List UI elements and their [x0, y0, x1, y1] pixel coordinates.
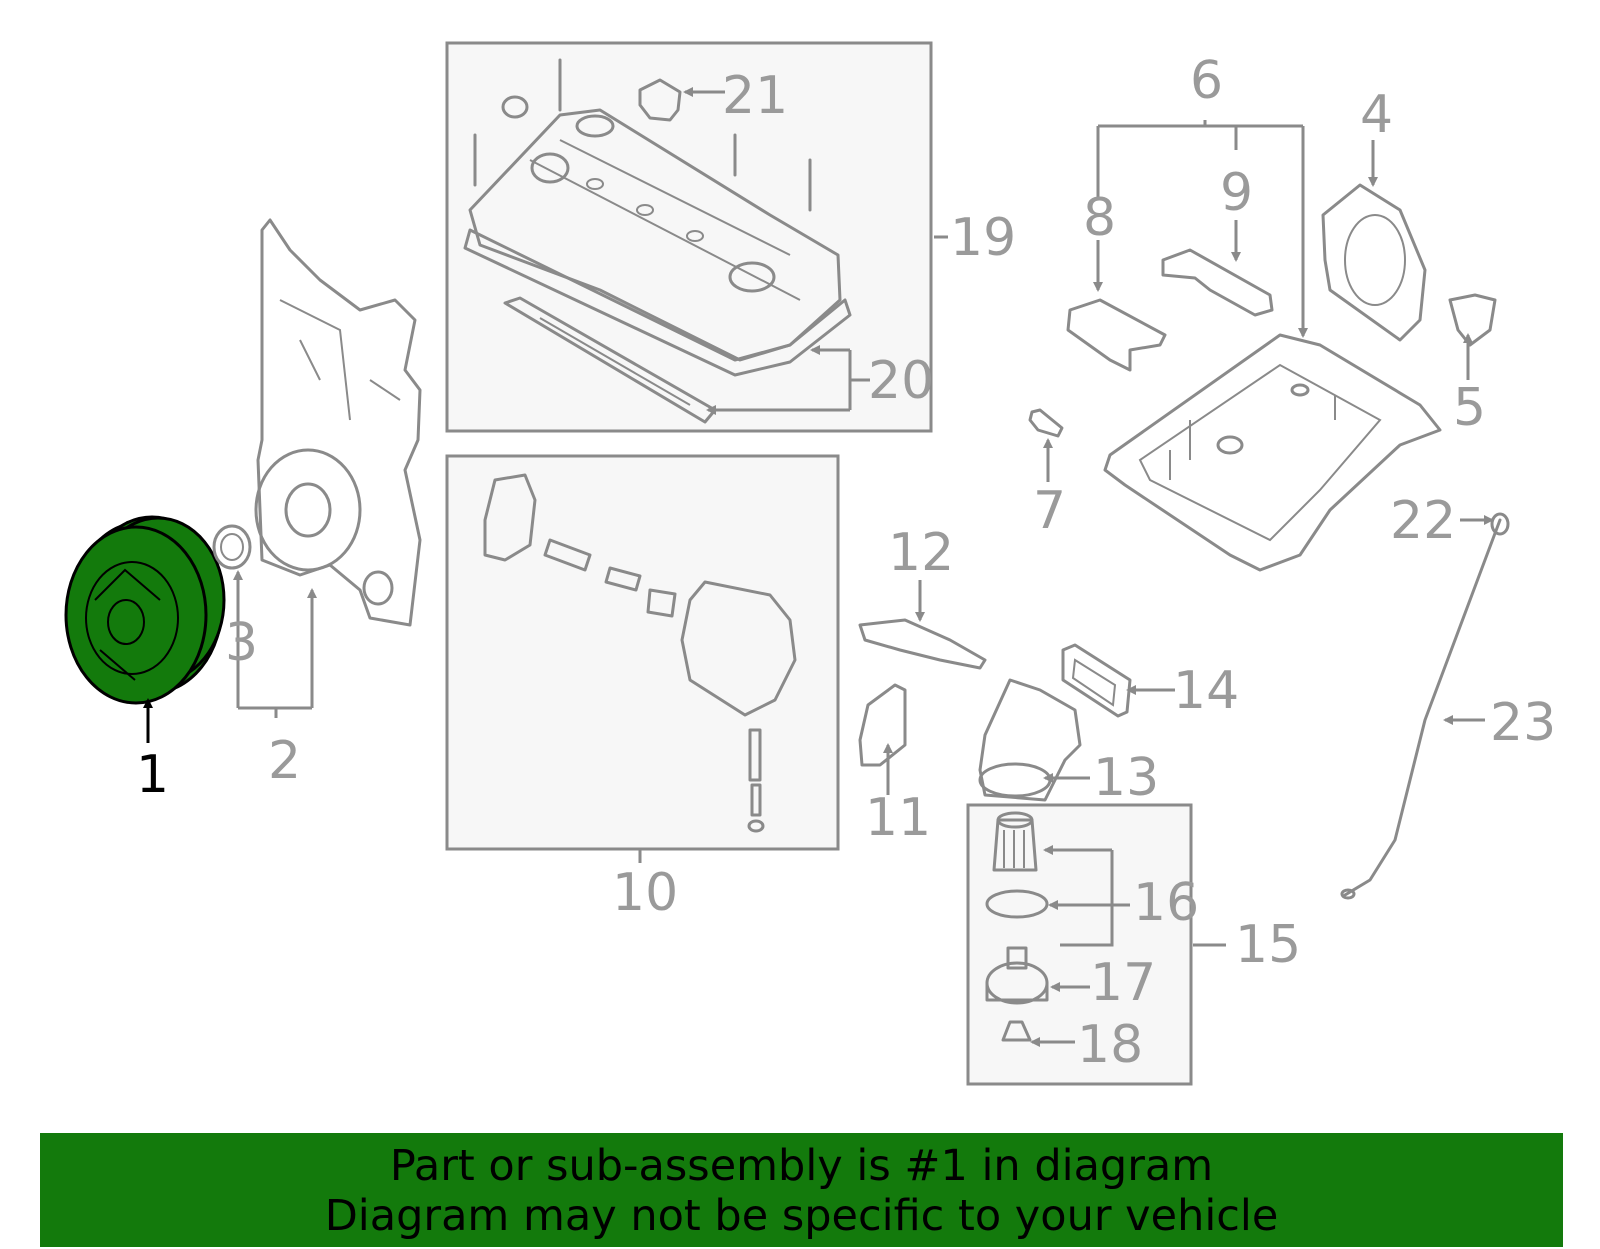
- oil-filler-cap-part: [638, 78, 682, 122]
- valve-cover-box: [445, 41, 933, 433]
- callout-5: 5: [1453, 378, 1486, 438]
- callout-10: 10: [612, 863, 678, 923]
- callout-labels: 1 2 3 4 5 6 7 8 9 10 11 12 13 14 15 16 1…: [136, 51, 1556, 1075]
- banner-line-2: Diagram may not be specific to your vehi…: [324, 1191, 1279, 1241]
- callout-18: 18: [1077, 1015, 1143, 1075]
- callout-12: 12: [888, 523, 954, 583]
- callout-13: 13: [1093, 748, 1159, 808]
- oil-pressure-switch-part: [1028, 408, 1064, 438]
- callout-3: 3: [225, 613, 258, 673]
- callout-14: 14: [1173, 661, 1239, 721]
- callout-22: 22: [1390, 491, 1456, 551]
- oil-filter-housing-part: [978, 678, 1082, 802]
- callout-4: 4: [1360, 85, 1393, 145]
- bracket-12-part: [858, 618, 987, 670]
- callout-16: 16: [1133, 873, 1199, 933]
- callout-6: 6: [1190, 51, 1223, 111]
- front-seal-part: [212, 524, 252, 570]
- callout-9: 9: [1220, 163, 1253, 223]
- callout-11: 11: [865, 788, 931, 848]
- oil-filter-element-part: [992, 811, 1038, 872]
- oil-pump-part: [483, 473, 797, 833]
- oil-pan-baffle-part: [1066, 298, 1167, 372]
- callout-1: 1: [136, 745, 169, 805]
- info-banner: Part or sub-assembly is #1 in diagram Di…: [40, 1133, 1563, 1247]
- oil-pan-bracket-part: [1161, 248, 1274, 317]
- leader-lines: [143, 87, 1494, 1047]
- dipstick-part: [1340, 512, 1510, 900]
- crankshaft-pulley-part[interactable]: [64, 515, 226, 705]
- filter-cap-part: [985, 946, 1049, 1005]
- callout-21: 21: [722, 66, 788, 126]
- banner-line-1: Part or sub-assembly is #1 in diagram: [389, 1141, 1214, 1191]
- drain-plug-part: [1001, 1020, 1032, 1042]
- callout-20: 20: [868, 351, 934, 411]
- callout-15: 15: [1235, 915, 1301, 975]
- valve-cover-bolts-part: [473, 58, 812, 212]
- rear-seal-retainer-part: [1321, 183, 1427, 342]
- callout-19: 19: [950, 208, 1016, 268]
- callout-2: 2: [268, 731, 301, 791]
- valve-cover-part: [463, 108, 852, 377]
- callout-17: 17: [1090, 953, 1156, 1013]
- oil-filter-o-ring-part: [985, 889, 1049, 919]
- callout-23: 23: [1490, 693, 1556, 753]
- housing-gasket-14-part: [1061, 643, 1132, 718]
- gasket-11-part: [858, 683, 907, 767]
- oil-pump-box: [445, 454, 840, 851]
- callout-8: 8: [1083, 188, 1116, 248]
- rear-seal-part: [1448, 293, 1497, 347]
- oil-pan-part: [1103, 333, 1442, 572]
- timing-cover-part: [254, 218, 422, 627]
- callout-7: 7: [1033, 481, 1066, 541]
